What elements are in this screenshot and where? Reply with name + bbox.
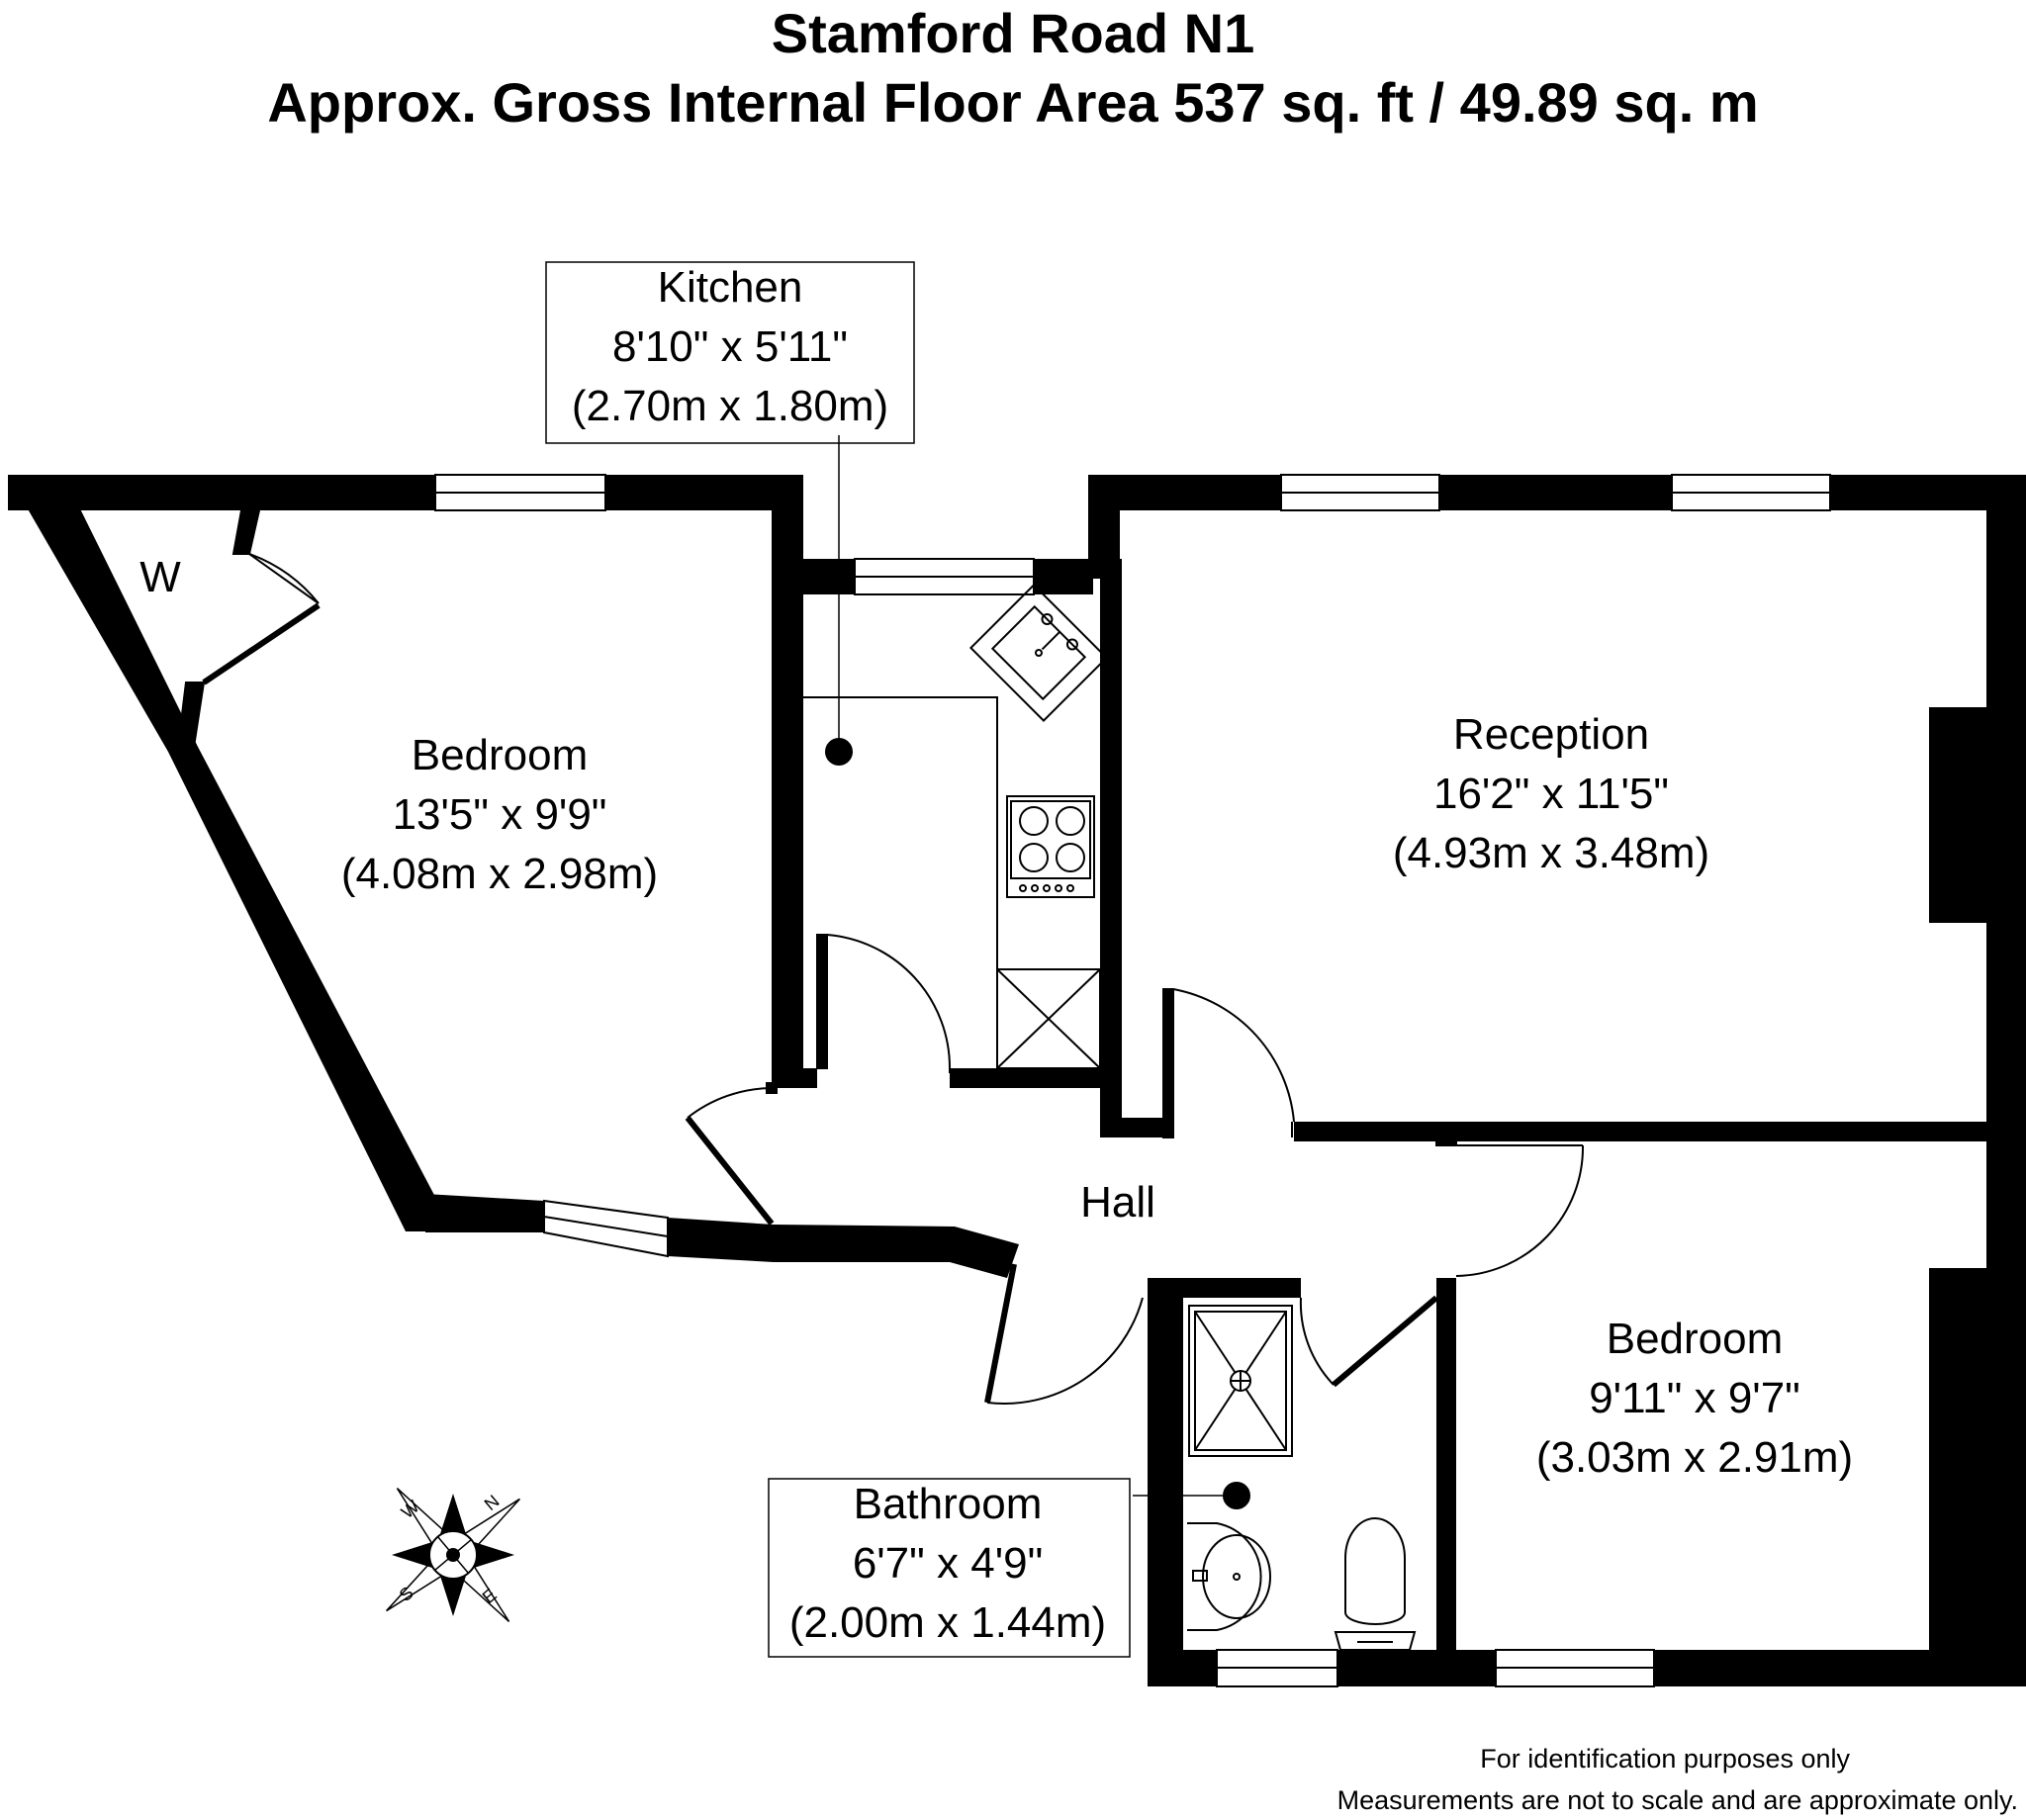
- kitchen-name: Kitchen: [658, 263, 803, 312]
- wall-kitchen-bottom: [950, 1068, 1100, 1088]
- compass-rose-icon: N E S W: [386, 1488, 520, 1622]
- bedroom2-label: Bedroom 9'11" x 9'7" (3.03m x 2.91m): [1536, 1315, 1853, 1482]
- reception-imperial: 16'2" x 11'5": [1433, 770, 1669, 818]
- reception-name: Reception: [1453, 710, 1649, 759]
- windows: [434, 474, 1831, 1687]
- bedroom1-metric: (4.08m x 2.98m): [341, 850, 658, 898]
- kitchen-imperial: 8'10" x 5'11": [612, 322, 848, 371]
- footnote-line2: Measurements are not to scale and are ap…: [1336, 1785, 2018, 1815]
- wall-bedroom1-kitchen: [772, 475, 803, 1088]
- bedroom2-name: Bedroom: [1607, 1315, 1784, 1363]
- door-wardrobe: [176, 509, 321, 748]
- bedroom2-imperial: 9'11" x 9'7": [1589, 1374, 1800, 1422]
- bathroom-basin: [1187, 1522, 1271, 1631]
- wall-bottom-1: [1148, 1650, 1217, 1686]
- bedroom1-name: Bedroom: [412, 731, 589, 779]
- chimney-bedroom2: [1929, 1268, 1986, 1684]
- door-entrance: [984, 1263, 1144, 1405]
- wall-bedroom1-bottom-right: [668, 1218, 774, 1262]
- wall-bottom-2: [1337, 1650, 1496, 1686]
- wall-kitchen-bottom-left: [772, 1068, 817, 1088]
- door-kitchen: [816, 934, 952, 1073]
- wall-bottom-3: [1654, 1650, 2026, 1686]
- plan-title: Stamford Road N1: [771, 2, 1255, 64]
- kitchen-counter: [787, 696, 998, 1068]
- fixtures: [787, 435, 1417, 1651]
- hall-name: Hall: [1080, 1178, 1155, 1227]
- wall-bedroom1-diagonal: [8, 475, 435, 1231]
- bathroom-metric: (2.00m x 1.44m): [789, 1598, 1106, 1647]
- reception-metric: (4.93m x 3.48m): [1393, 829, 1709, 877]
- kitchen-label-box: [545, 261, 915, 444]
- wall-bathroom-bedroom2: [1436, 1278, 1456, 1686]
- door-bathroom: [1299, 1295, 1438, 1388]
- bathroom-label: Bathroom 6'7" x 4'9" (2.00m x 1.44m): [789, 1480, 1106, 1647]
- bathroom-label-box: [768, 1478, 1131, 1658]
- wall-hall-sw: [774, 1225, 1019, 1278]
- wall-kitchen-top-left: [803, 559, 855, 594]
- kitchen-hob: [1006, 795, 1095, 898]
- door-bedroom2: [1435, 1137, 1585, 1277]
- wall-kitchen-top-right: [1034, 559, 1093, 594]
- reception-label: Reception 16'2" x 11'5" (4.93m x 3.48m): [1393, 710, 1709, 877]
- wall-reception-top-1: [1088, 475, 1281, 510]
- window-bedroom1-bottom: [543, 1199, 669, 1258]
- bathroom-name: Bathroom: [854, 1480, 1043, 1528]
- kitchen-appliance: [996, 968, 1101, 1069]
- doors: [176, 509, 1585, 1405]
- wall-bedroom1-top-right: [605, 475, 803, 510]
- wall-reception-bedroom2: [1294, 1122, 1986, 1141]
- wall-hall-reception-stub: [1122, 1118, 1163, 1138]
- bathroom-toilet: [1334, 1517, 1417, 1651]
- door-reception: [1162, 988, 1295, 1138]
- door-bedroom1: [685, 1082, 778, 1226]
- bedroom1-imperial: 13'5" x 9'9": [393, 790, 607, 839]
- wall-bathroom-top: [1148, 1278, 1301, 1298]
- wall-right-outer: [1986, 475, 2026, 1686]
- wall-reception-top-2: [1439, 475, 1672, 510]
- wall-kitchen-right: [1100, 559, 1122, 1073]
- bedroom2-metric: (3.03m x 2.91m): [1536, 1433, 1853, 1482]
- chimney-reception: [1929, 707, 1986, 923]
- hall-label: Hall: [1080, 1178, 1155, 1227]
- kitchen-sink: [968, 583, 1109, 723]
- bedroom1-label: Bedroom 13'5" x 9'9" (4.08m x 2.98m): [341, 731, 658, 898]
- kitchen-label: Kitchen 8'10" x 5'11" (2.70m x 1.80m): [572, 263, 888, 430]
- footnote: For identification purposes only Measure…: [1227, 1739, 2018, 1818]
- bathroom-light-icon: [1223, 1482, 1250, 1509]
- footnote-line1: For identification purposes only: [1480, 1744, 1850, 1774]
- shower-tray: [1188, 1305, 1293, 1457]
- wall-bedroom1-bottom-left: [425, 1194, 544, 1232]
- walls: [8, 475, 2026, 1686]
- window-bedroom1-bottom-pane: [543, 1216, 669, 1237]
- wardrobe-label: W: [139, 553, 181, 601]
- wall-hall-right-stub: [1100, 1073, 1122, 1138]
- wall-bedroom1-top-left: [8, 475, 435, 510]
- bathroom-imperial: 6'7" x 4'9": [853, 1539, 1043, 1588]
- kitchen-metric: (2.70m x 1.80m): [572, 382, 888, 430]
- plan-subtitle: Approx. Gross Internal Floor Area 537 sq…: [267, 71, 1759, 134]
- wall-bathroom-left: [1148, 1278, 1183, 1686]
